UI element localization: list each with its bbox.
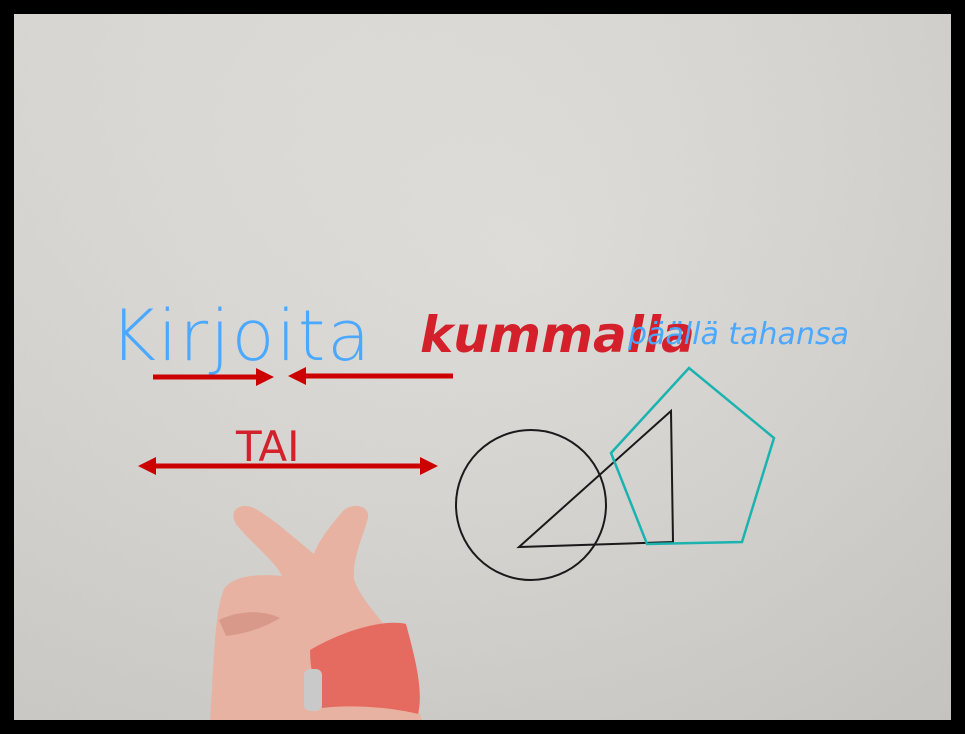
board-drawing: Kirjoita kummalla päällä tahansa TAI	[14, 14, 951, 720]
arrow-double-headed	[138, 457, 438, 475]
arrow-left-long	[288, 367, 453, 385]
pentagon-shape	[609, 366, 776, 546]
handwritten-word-kummalla: kummalla	[420, 306, 695, 364]
watch-band	[304, 622, 420, 714]
circle-shape	[455, 429, 607, 581]
board-shading	[14, 14, 951, 720]
whiteboard: Kirjoita kummalla päällä tahansa TAI	[14, 14, 951, 720]
arrow-right-short	[153, 368, 274, 386]
handwritten-word-kirjoita: Kirjoita	[110, 295, 372, 377]
handwritten-word-tai: TAI	[235, 422, 300, 471]
handwritten-word-paalla-tahansa: päällä tahansa	[627, 317, 849, 352]
triangle-shape	[516, 408, 675, 549]
